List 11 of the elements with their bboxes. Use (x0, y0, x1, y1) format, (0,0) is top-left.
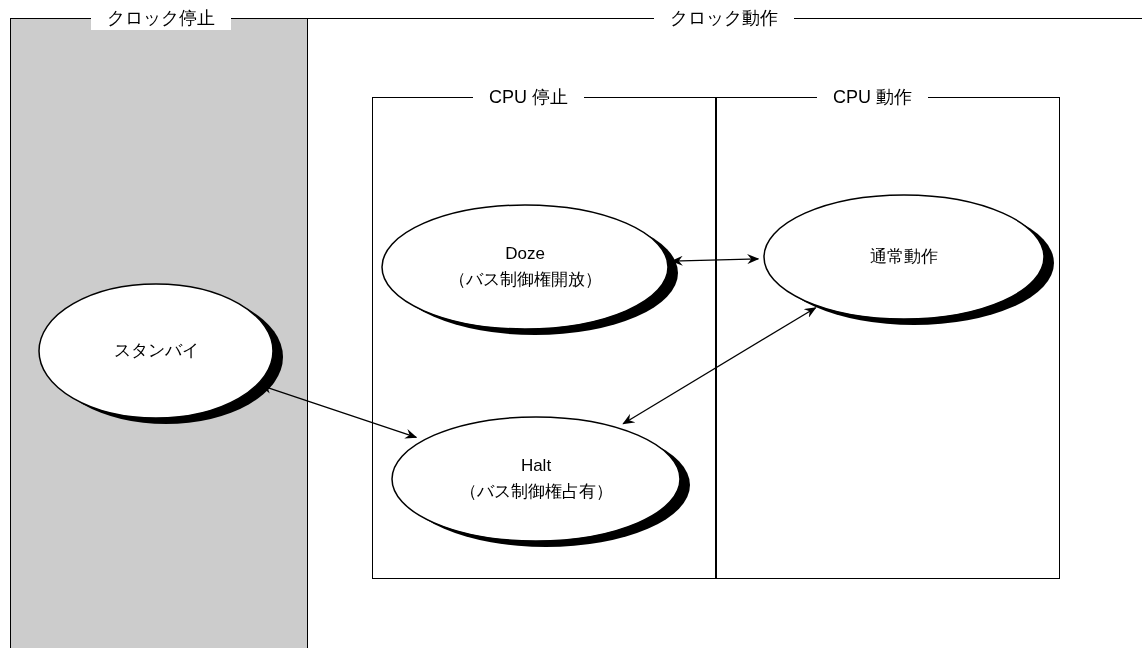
region-heading: クロック動作 (654, 6, 794, 30)
state-label: （バス制御権占有） (459, 481, 613, 503)
region-heading: CPU 動作 (817, 85, 928, 109)
state-label: Doze (505, 243, 545, 265)
transition-arrow (622, 307, 817, 425)
state-label: Halt (520, 455, 552, 477)
state-label: スタンバイ (113, 340, 199, 362)
state-label: （バス制御権開放） (448, 269, 602, 291)
state-label: 通常動作 (870, 246, 938, 268)
region-heading: CPU 停止 (473, 85, 584, 109)
region-heading: クロック停止 (91, 6, 231, 30)
